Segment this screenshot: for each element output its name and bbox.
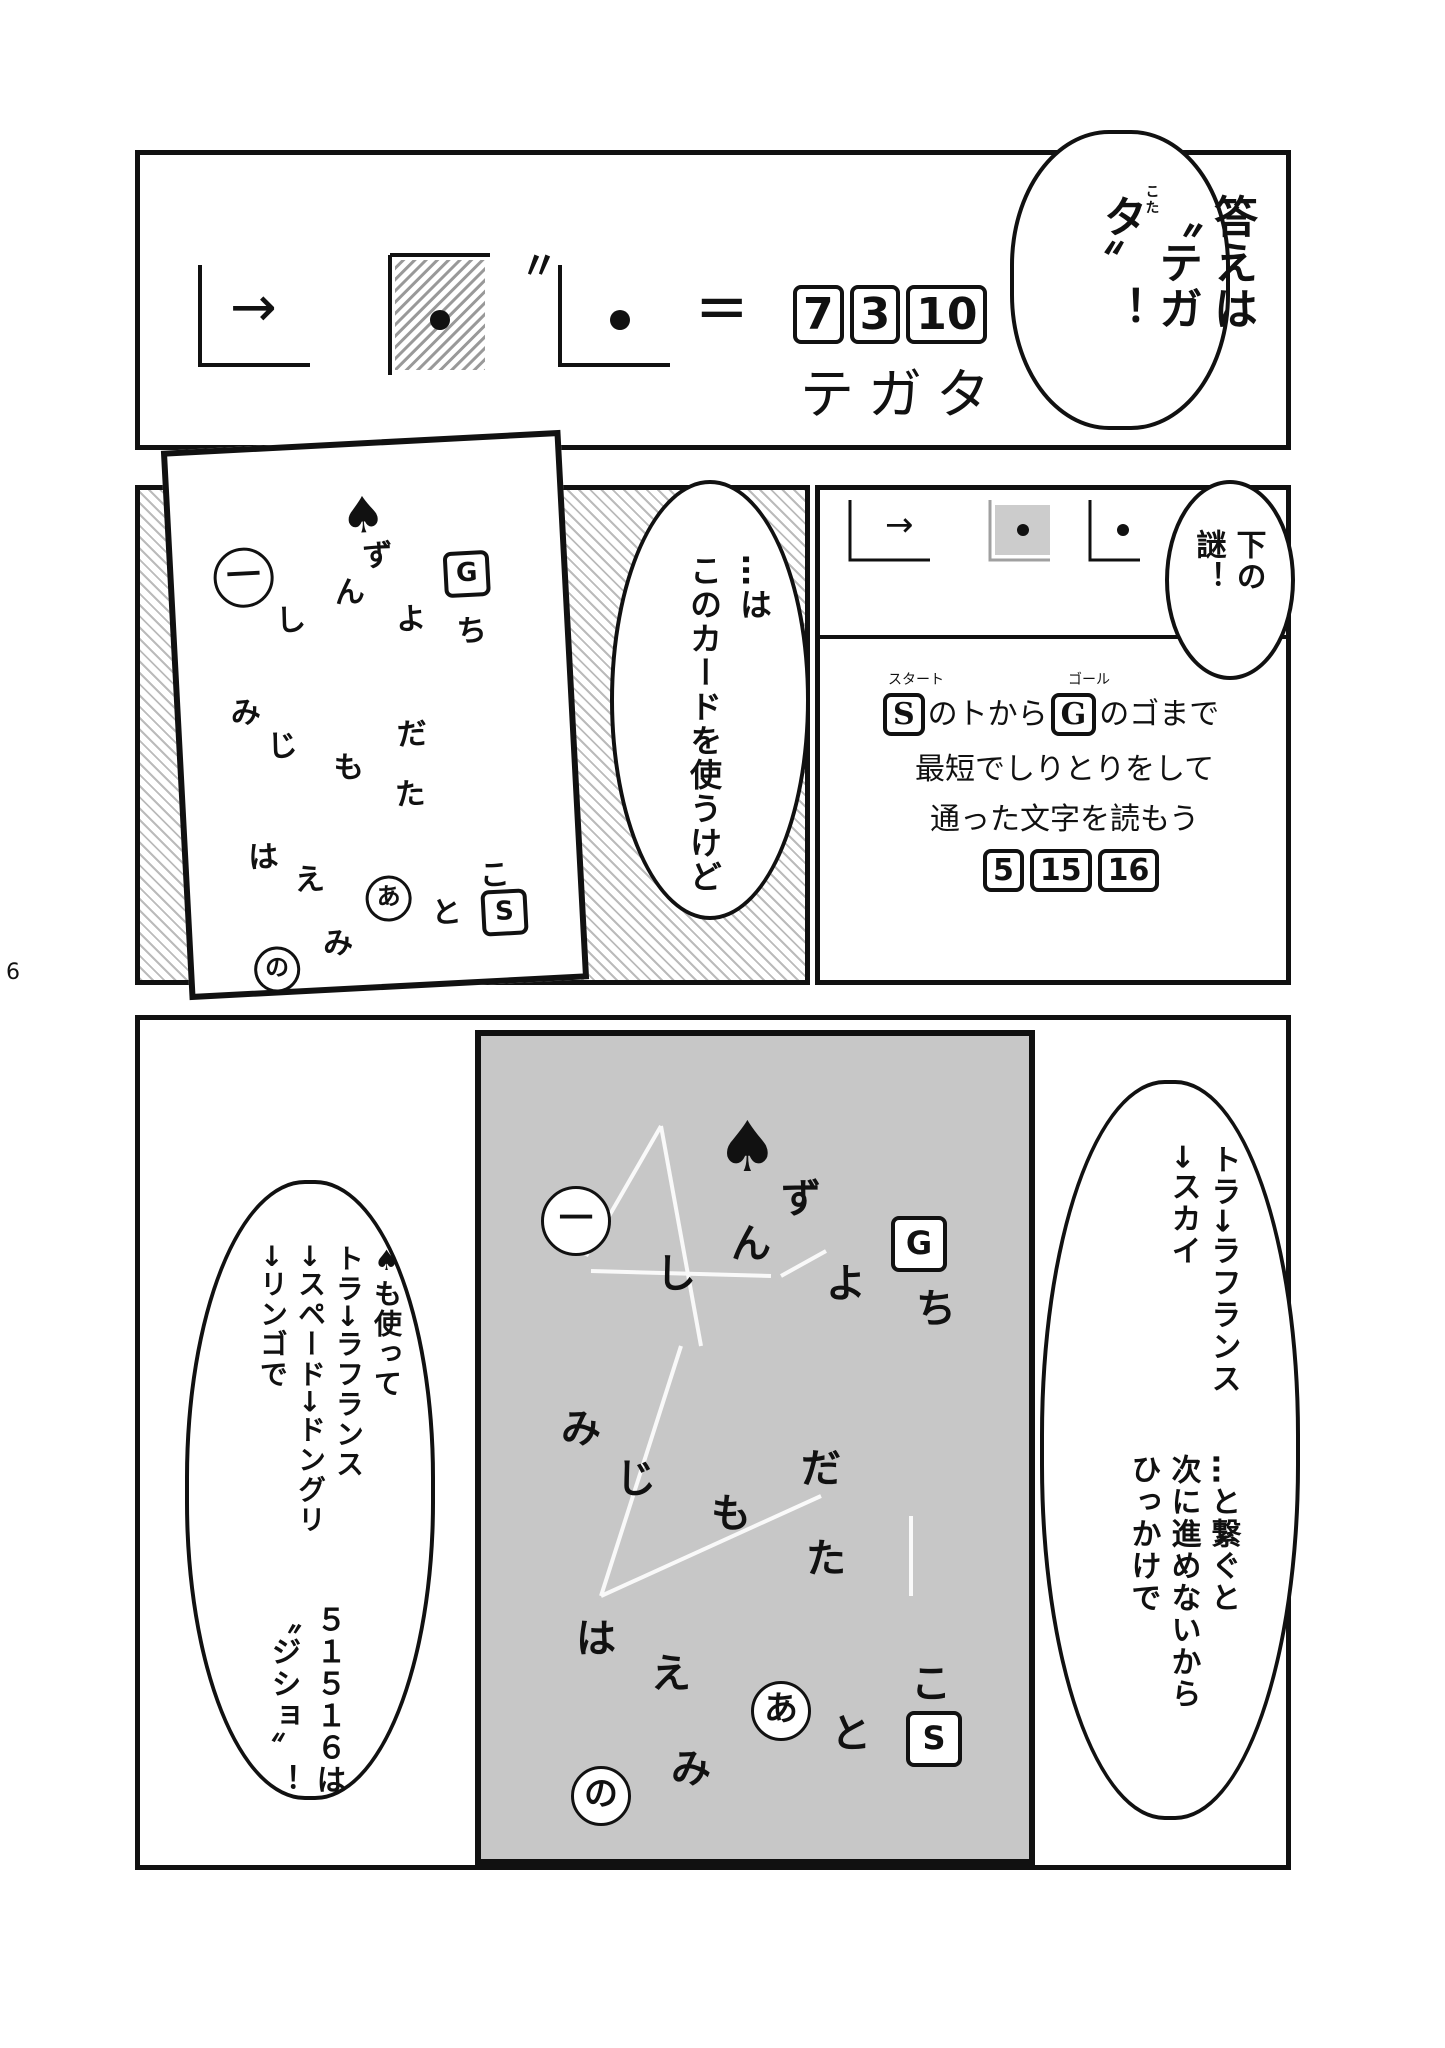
mini-formula-glyphs xyxy=(848,500,1140,562)
bubble-line: トラ→ラフランス xyxy=(332,1244,365,1480)
card-circled-a: あ xyxy=(364,874,413,923)
card-char: た xyxy=(394,776,427,814)
answer-kana: テガタ xyxy=(800,363,1004,426)
solution-card: ♠ 一 ず ん G し よ ち み じ だ も た は え こ あ と S み … xyxy=(475,1030,1035,1865)
answer-box: 7 xyxy=(793,285,844,344)
card-char: も xyxy=(332,749,365,787)
start-box: S xyxy=(883,693,925,736)
bubble-line: →スカイ xyxy=(1165,1144,1201,1268)
card-char: ん xyxy=(731,1221,771,1267)
card-char: ず xyxy=(361,537,394,575)
riddle-text: のゴまで xyxy=(1099,697,1220,732)
bubble-line: ♠も使って xyxy=(370,1244,403,1399)
card-circled-a: あ xyxy=(751,1681,811,1741)
riddle-box: 5 xyxy=(983,849,1024,892)
card-char: ち xyxy=(455,613,488,650)
answer-box: 3 xyxy=(849,285,901,344)
ruby-goal: ゴール xyxy=(1068,672,1110,688)
riddle-text: のトから xyxy=(927,697,1048,732)
card-char: え xyxy=(293,861,326,899)
card-char: え xyxy=(651,1651,691,1697)
page-number: 6 xyxy=(6,960,20,985)
bubble-line: 〝ジショ〟！ xyxy=(265,1604,301,1796)
card-char: ち xyxy=(916,1286,956,1332)
ruby-start: スタート xyxy=(888,672,944,688)
card-char: よ xyxy=(395,601,427,638)
card-circled-one: 一 xyxy=(212,546,276,610)
mini-arrow: → xyxy=(885,505,914,545)
card-char: だ xyxy=(396,716,428,753)
card-char: し xyxy=(275,602,307,640)
card-char: だ xyxy=(801,1446,841,1492)
speech-bubble-answer: こた 答えは〝テガタ〟！ xyxy=(1010,130,1257,430)
path-arrows xyxy=(584,1125,913,1598)
speech-bubble-card: …は このカードを使うけど xyxy=(610,480,810,920)
card-char: こ xyxy=(911,1661,951,1707)
riddle-box: 16 xyxy=(1097,849,1160,892)
bubble-line: 次に進めないから xyxy=(1165,1454,1201,1710)
card-char: み xyxy=(229,695,262,732)
card-char: と xyxy=(831,1711,871,1757)
bubble-line: 謎！ xyxy=(1190,529,1226,593)
card-char: も xyxy=(711,1491,751,1537)
dakuten-mark: 〃 xyxy=(520,244,559,288)
card-char: と xyxy=(430,894,463,932)
riddle-line3: 通った文字を読もう xyxy=(930,802,1200,837)
card-goal-box: G xyxy=(891,1216,947,1272)
card-circled-one: 一 xyxy=(541,1186,611,1256)
card-start-box: S xyxy=(480,888,529,937)
card-char: た xyxy=(806,1536,846,1582)
speech-bubble-trap: トラ→ラフランス →スカイ …と繋ぐと 次に進めないから ひっかけで xyxy=(1040,1080,1300,1820)
card-char: は xyxy=(576,1616,616,1662)
riddle-line2: 最短でしりとりをして xyxy=(915,752,1215,787)
card-spade: ♠ xyxy=(716,1106,779,1188)
equals-sign: = xyxy=(695,270,749,344)
card-char: ず xyxy=(781,1176,821,1222)
card-start-box: S xyxy=(906,1711,962,1767)
card-char: こ xyxy=(478,857,511,894)
card-char: み xyxy=(671,1746,711,1792)
bubble-line: …と繋ぐと xyxy=(1205,1454,1241,1614)
bubble-line: ひっかけで xyxy=(1125,1454,1161,1614)
card-char: ん xyxy=(333,574,366,611)
bubble-line: →リンゴで xyxy=(256,1244,289,1390)
riddle-box: 15 xyxy=(1029,849,1092,892)
arrow-glyph: → xyxy=(230,275,277,340)
bubble-line: 下の xyxy=(1230,529,1266,593)
bubble-line: トラ→ラフランス xyxy=(1205,1144,1241,1396)
card-char: み xyxy=(561,1406,601,1452)
card-char: し xyxy=(656,1251,696,1297)
bubble-ruby: こた xyxy=(1143,184,1160,216)
answer-box: 10 xyxy=(906,285,988,344)
card-circled-no: の xyxy=(253,945,302,994)
card-goal-box: G xyxy=(442,549,491,599)
mini-formula: → xyxy=(840,500,1140,580)
bubble-line: …は xyxy=(735,554,773,622)
goal-box: G xyxy=(1050,693,1097,736)
speech-bubble-solution: ♠も使って トラ→ラフランス →スペード→ドングリ →リンゴで ５１５１６は 〝… xyxy=(185,1180,435,1800)
bubble-line: ５１５１６は xyxy=(310,1604,346,1796)
bubble-text: 答えは〝テガタ〟！ xyxy=(1096,194,1257,332)
card-circled-no: の xyxy=(571,1766,631,1826)
bubble-line: →スペード→ドングリ xyxy=(294,1244,327,1535)
speech-bubble-riddle: 下の 謎！ xyxy=(1165,480,1295,680)
formula-glyphs xyxy=(198,253,670,375)
card-char: は xyxy=(247,839,280,876)
card-char: み xyxy=(322,925,354,963)
bubble-line: このカードを使うけど xyxy=(685,554,723,894)
riddle-card: ♠ 一 ず ん G し よ ち み じ だ も た は え こ あ と S み … xyxy=(160,429,590,1001)
card-char: じ xyxy=(266,728,299,765)
card-char: じ xyxy=(616,1456,656,1502)
card-char: よ xyxy=(826,1261,866,1307)
